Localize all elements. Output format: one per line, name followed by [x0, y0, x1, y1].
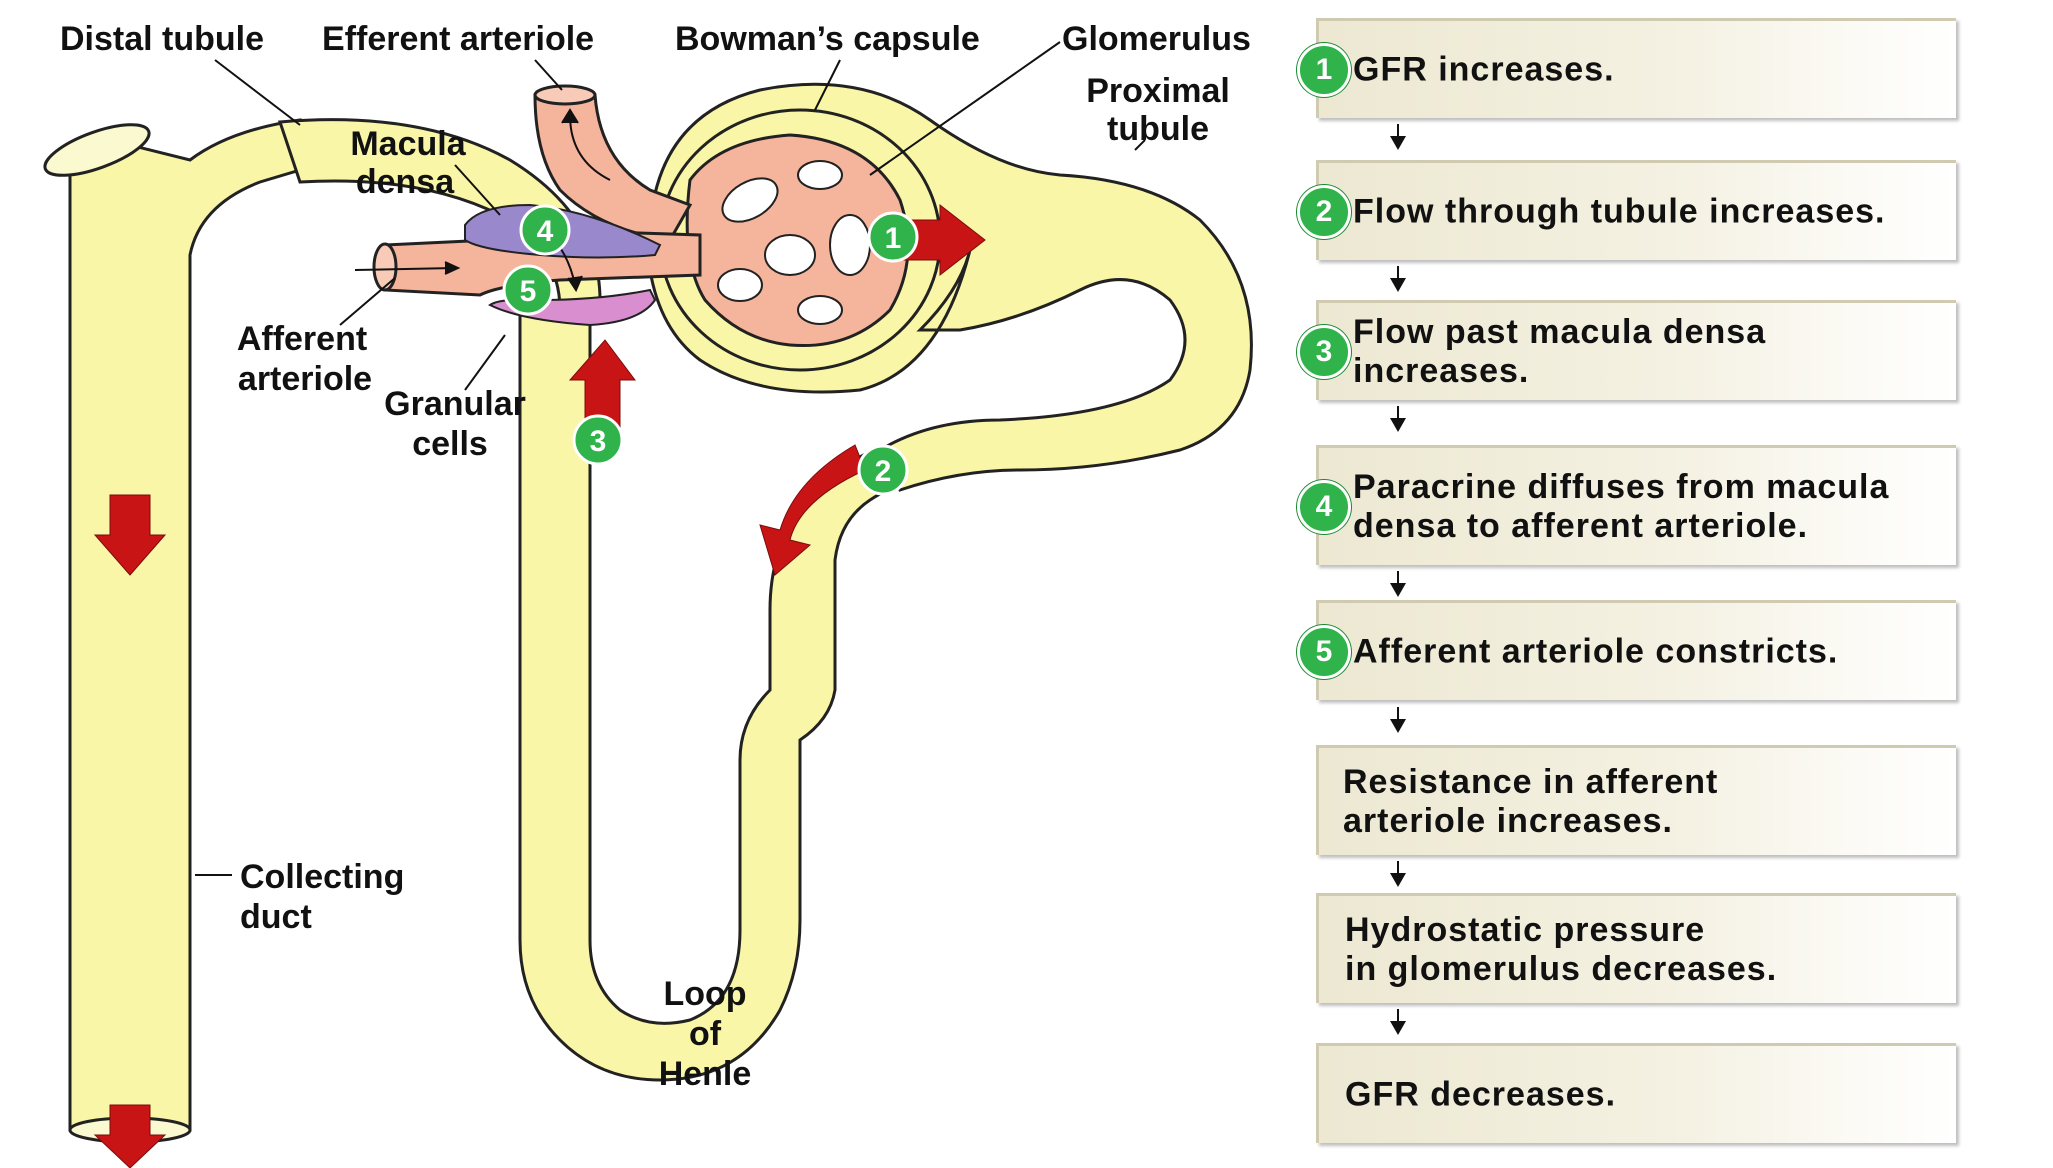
label-granular-cells-line1: Granular — [384, 385, 526, 423]
label-macula-densa-line1: Macula — [350, 125, 466, 163]
arrow-down-icon — [1397, 571, 1399, 595]
marker-2: 2 — [859, 446, 907, 494]
step-4-box: 4 Paracrine diffuses from macula densa t… — [1316, 445, 1956, 565]
marker-3: 3 — [574, 416, 622, 464]
arrow-down-icon — [1397, 124, 1399, 148]
step-8-text: GFR decreases. — [1345, 1075, 1946, 1114]
marker-1: 1 — [869, 213, 917, 261]
step-4-text: Paracrine diffuses from macula densa to … — [1353, 468, 1946, 546]
step-4-badge: 4 — [1297, 480, 1351, 534]
label-granular-cells-line2: cells — [412, 425, 488, 463]
step-1-badge: 1 — [1297, 43, 1351, 97]
label-afferent-arteriole-line1: Afferent — [237, 320, 367, 358]
feedback-flowchart: 1 GFR increases. 2 Flow through tubule i… — [1310, 0, 2030, 1168]
marker-5-label: 5 — [520, 275, 537, 308]
arrow-down-icon — [1397, 707, 1399, 731]
marker-3-label: 3 — [590, 425, 607, 458]
collecting-duct — [39, 114, 300, 1142]
arrow-down-icon — [1397, 266, 1399, 290]
label-efferent-arteriole: Efferent arteriole — [322, 20, 594, 58]
step-3-text: Flow past macula densa increases. — [1353, 313, 1946, 391]
step-5-box: 5 Afferent arteriole constricts. — [1316, 600, 1956, 700]
marker-1-label: 1 — [885, 222, 902, 255]
label-afferent-arteriole-line2: arteriole — [238, 360, 372, 398]
step-5-text: Afferent arteriole constricts. — [1353, 632, 1946, 671]
step-3-box: 3 Flow past macula densa increases. — [1316, 300, 1956, 400]
marker-4-label: 4 — [537, 215, 554, 248]
label-loop-henle-line3: Henle — [659, 1055, 752, 1093]
marker-5: 5 — [504, 266, 552, 314]
nephron-diagram: 1 2 3 4 5 Distal tubule Efferent arterio… — [0, 0, 1310, 1168]
arrow-down-icon — [1397, 1009, 1399, 1033]
label-loop-henle-line1: Loop — [663, 975, 746, 1013]
step-6-text: Resistance in afferent arteriole increas… — [1343, 763, 1946, 841]
step-2-box: 2 Flow through tubule increases. — [1316, 160, 1956, 260]
step-3-badge: 3 — [1297, 325, 1351, 379]
label-bowmans-capsule: Bowman’s capsule — [675, 20, 980, 58]
step-2-badge: 2 — [1297, 185, 1351, 239]
label-distal-tubule: Distal tubule — [60, 20, 264, 58]
label-collecting-duct-line2: duct — [240, 898, 312, 936]
label-proximal-tubule-line2: tubule — [1107, 110, 1209, 148]
step-2-text: Flow through tubule increases. — [1353, 192, 1946, 231]
label-collecting-duct-line1: Collecting — [240, 858, 404, 896]
step-6-box: Resistance in afferent arteriole increas… — [1316, 745, 1956, 855]
label-proximal-tubule-line1: Proximal — [1086, 72, 1230, 110]
arrow-down-icon — [1397, 861, 1399, 885]
label-loop-henle-line2: of — [689, 1015, 722, 1053]
arrow-down-icon — [1397, 406, 1399, 430]
label-macula-densa-line2: densa — [356, 163, 455, 201]
step-1-box: 1 GFR increases. — [1316, 18, 1956, 118]
label-glomerulus: Glomerulus — [1062, 20, 1251, 58]
step-1-text: GFR increases. — [1353, 50, 1946, 89]
step-7-text: Hydrostatic pressure in glomerulus decre… — [1345, 911, 1946, 989]
marker-2-label: 2 — [875, 455, 892, 488]
step-5-badge: 5 — [1297, 625, 1351, 679]
step-8-box: GFR decreases. — [1316, 1043, 1956, 1143]
step-7-box: Hydrostatic pressure in glomerulus decre… — [1316, 893, 1956, 1003]
marker-4: 4 — [521, 206, 569, 254]
